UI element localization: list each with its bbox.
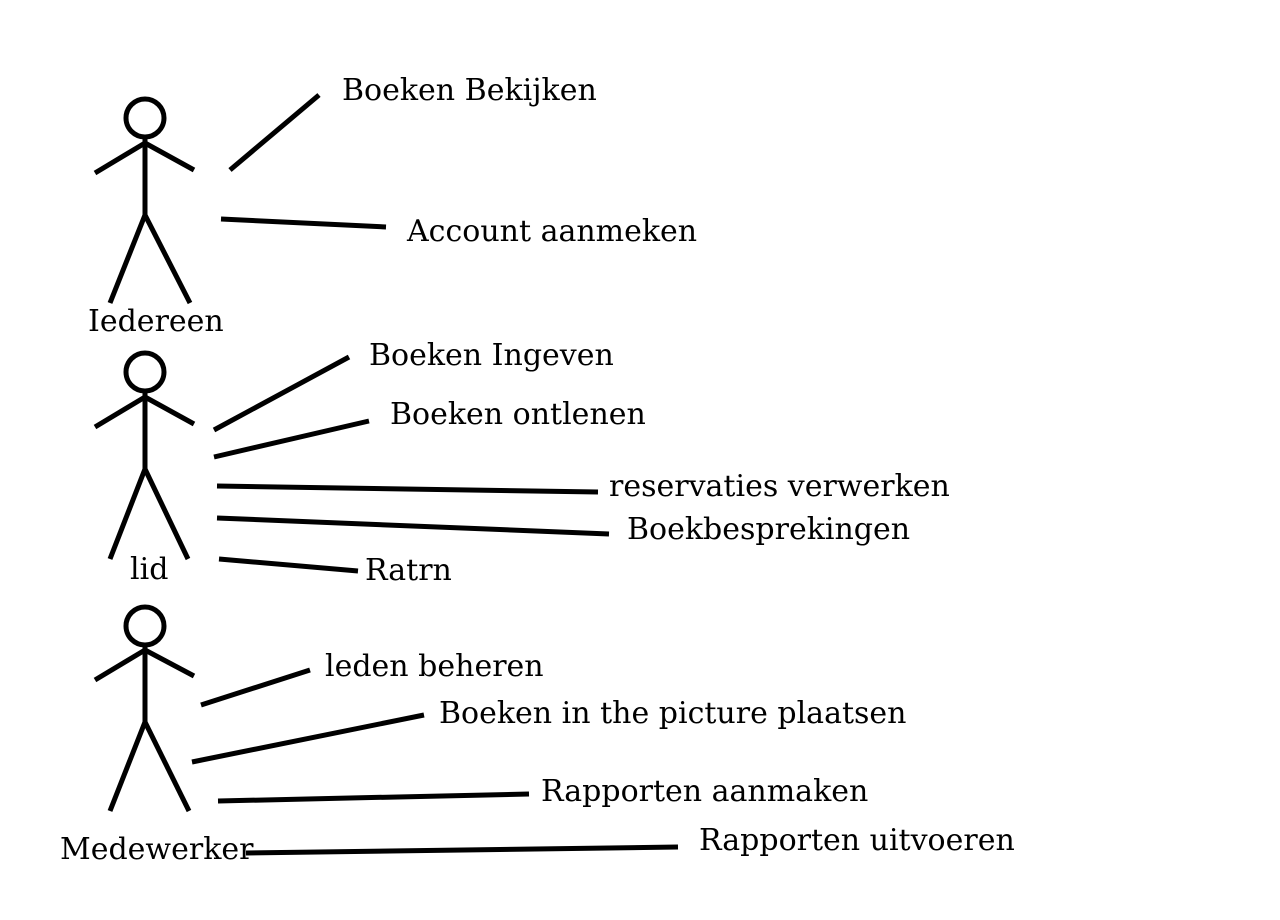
actor-label-medewerker: Medewerker <box>60 832 254 867</box>
association-line <box>217 791 530 804</box>
use-case-label[interactable]: Rapporten aanmaken <box>541 774 868 809</box>
use-case-leden-beheren[interactable]: leden beheren <box>200 649 544 708</box>
association-line <box>200 667 311 708</box>
use-case-account-aanmeken[interactable]: Account aanmeken <box>220 214 697 249</box>
association-line <box>216 483 599 495</box>
use-case-boeken-in-the-picture-plaatsen[interactable]: Boeken in the picture plaatsen <box>191 696 906 765</box>
use-case-boeken-bekijken[interactable]: Boeken Bekijken <box>228 73 597 172</box>
use-case-rapporten-uitvoeren[interactable]: Rapporten uitvoeren <box>245 823 1015 858</box>
stick-figure-icon <box>93 604 196 813</box>
association-line <box>228 93 321 172</box>
use-case-label[interactable]: Boeken Ingeven <box>369 338 614 373</box>
association-line <box>220 216 387 230</box>
use-case-ratrn[interactable]: Ratrn <box>218 553 452 588</box>
stick-figure-icon <box>93 96 196 305</box>
use-case-boeken-ontlenen[interactable]: Boeken ontlenen <box>213 397 646 460</box>
association-line <box>212 354 351 433</box>
association-line <box>213 418 370 460</box>
actor-iedereen: Iedereen <box>88 96 224 339</box>
use-case-label[interactable]: Boeken ontlenen <box>390 397 646 432</box>
actor-lid: lid <box>93 350 196 587</box>
use-case-label[interactable]: Rapporten uitvoeren <box>699 823 1015 858</box>
use-case-label[interactable]: Boeken in the picture plaatsen <box>439 696 906 731</box>
use-case-reservaties-verwerken[interactable]: reservaties verwerken <box>216 469 950 504</box>
use-case-label[interactable]: Ratrn <box>365 553 452 588</box>
association-line <box>218 556 359 574</box>
association-line <box>191 712 425 765</box>
use-case-label[interactable]: Boekbesprekingen <box>627 512 910 547</box>
stick-figure-icon <box>93 350 196 561</box>
actor-label-iedereen: Iedereen <box>88 304 224 339</box>
actor-medewerker: Medewerker <box>60 604 254 867</box>
use-case-boeken-ingeven[interactable]: Boeken Ingeven <box>212 338 614 433</box>
use-case-boekbesprekingen[interactable]: Boekbesprekingen <box>216 512 910 547</box>
association-line <box>216 515 610 537</box>
actor-label-lid: lid <box>130 552 168 587</box>
use-case-label[interactable]: reservaties verwerken <box>609 469 950 504</box>
use-case-label[interactable]: Account aanmeken <box>406 214 697 249</box>
use-case-label[interactable]: leden beheren <box>325 649 544 684</box>
association-line <box>245 844 679 856</box>
use-case-label[interactable]: Boeken Bekijken <box>342 73 597 108</box>
use-case-rapporten-aanmaken[interactable]: Rapporten aanmaken <box>217 774 868 809</box>
